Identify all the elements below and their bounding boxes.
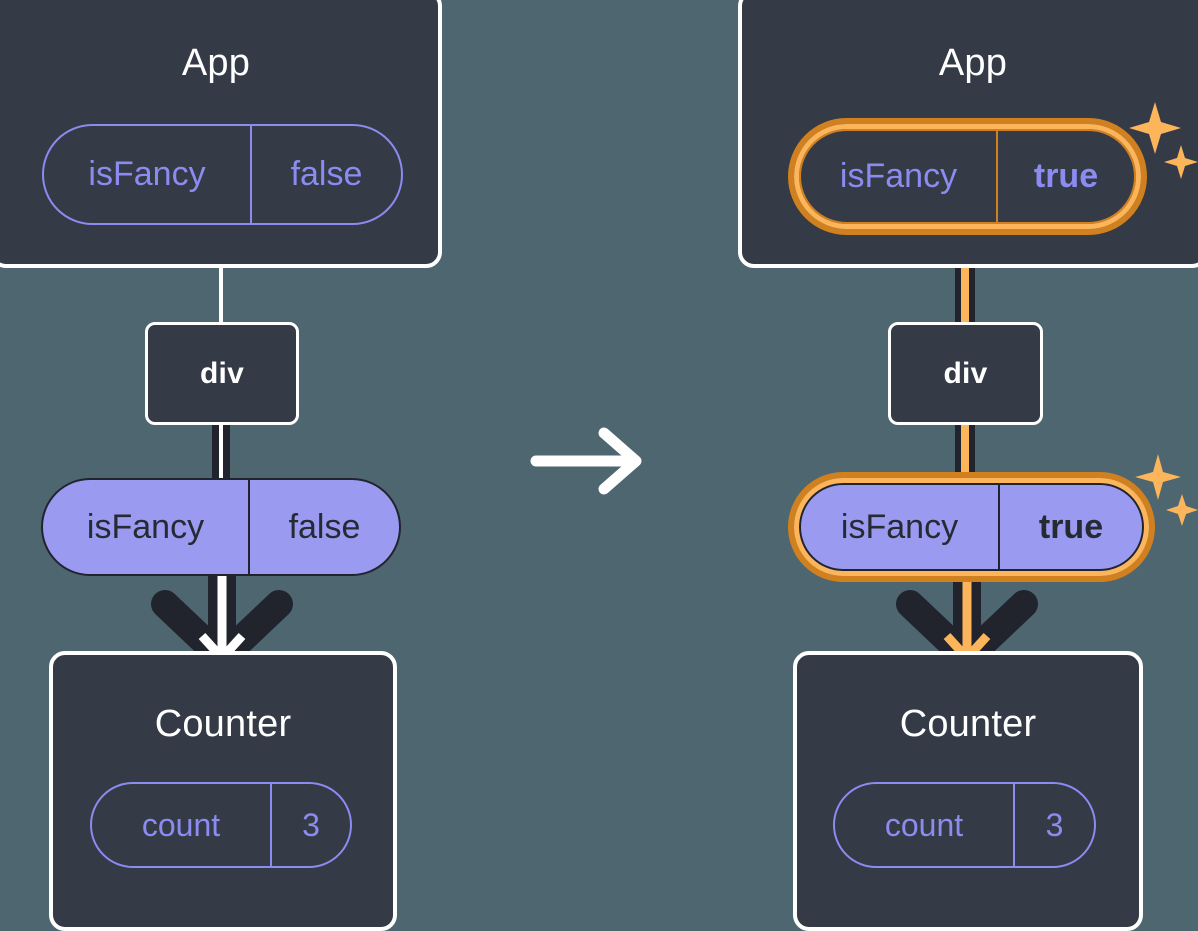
counter-state-pill-name-after: count <box>884 806 964 843</box>
prop-pill-value-before: false <box>248 480 399 574</box>
counter-title-after: Counter <box>899 703 1037 745</box>
counter-title-before: Counter <box>154 703 292 745</box>
connector-app-to-div-before <box>219 224 223 324</box>
app-state-pill-after: isFancy true <box>799 129 1136 224</box>
app-title-after: App <box>938 42 1008 84</box>
app-state-pill-name-after: isFancy <box>839 157 958 195</box>
prop-pill-after: isFancy true <box>799 483 1144 571</box>
connector-div-to-prop-core-after <box>961 424 969 486</box>
prop-pill-name-before: isFancy <box>86 507 205 546</box>
counter-state-pill-value-after: 3 <box>1013 784 1094 866</box>
app-state-pill-before: isFancy false <box>42 124 403 225</box>
counter-state-pill-value-before: 3 <box>270 784 350 866</box>
prop-pill-value-after: true <box>998 485 1142 569</box>
div-title-after: div <box>943 357 988 390</box>
connector-div-to-prop-core-before <box>219 424 223 484</box>
counter-state-pill-before: count 3 <box>90 782 352 868</box>
app-state-pill-name-before: isFancy <box>88 155 206 193</box>
connector-app-to-div-core-after <box>961 215 969 330</box>
sparkle-icon-app-after <box>1129 102 1198 179</box>
div-box-after: div <box>888 322 1043 425</box>
app-state-pill-value-before: false <box>250 126 401 223</box>
app-title-before: App <box>181 42 251 84</box>
div-box-before: div <box>145 322 299 425</box>
app-state-pill-value-after: true <box>996 131 1134 222</box>
div-title-before: div <box>200 357 244 390</box>
counter-state-pill-after: count 3 <box>833 782 1096 868</box>
prop-pill-name-after: isFancy <box>840 507 959 546</box>
prop-pill-before: isFancy false <box>41 478 401 576</box>
transition-arrow-right-icon <box>530 427 642 495</box>
sparkle-icon-prop-after <box>1135 454 1198 526</box>
counter-state-pill-name-before: count <box>141 806 221 843</box>
